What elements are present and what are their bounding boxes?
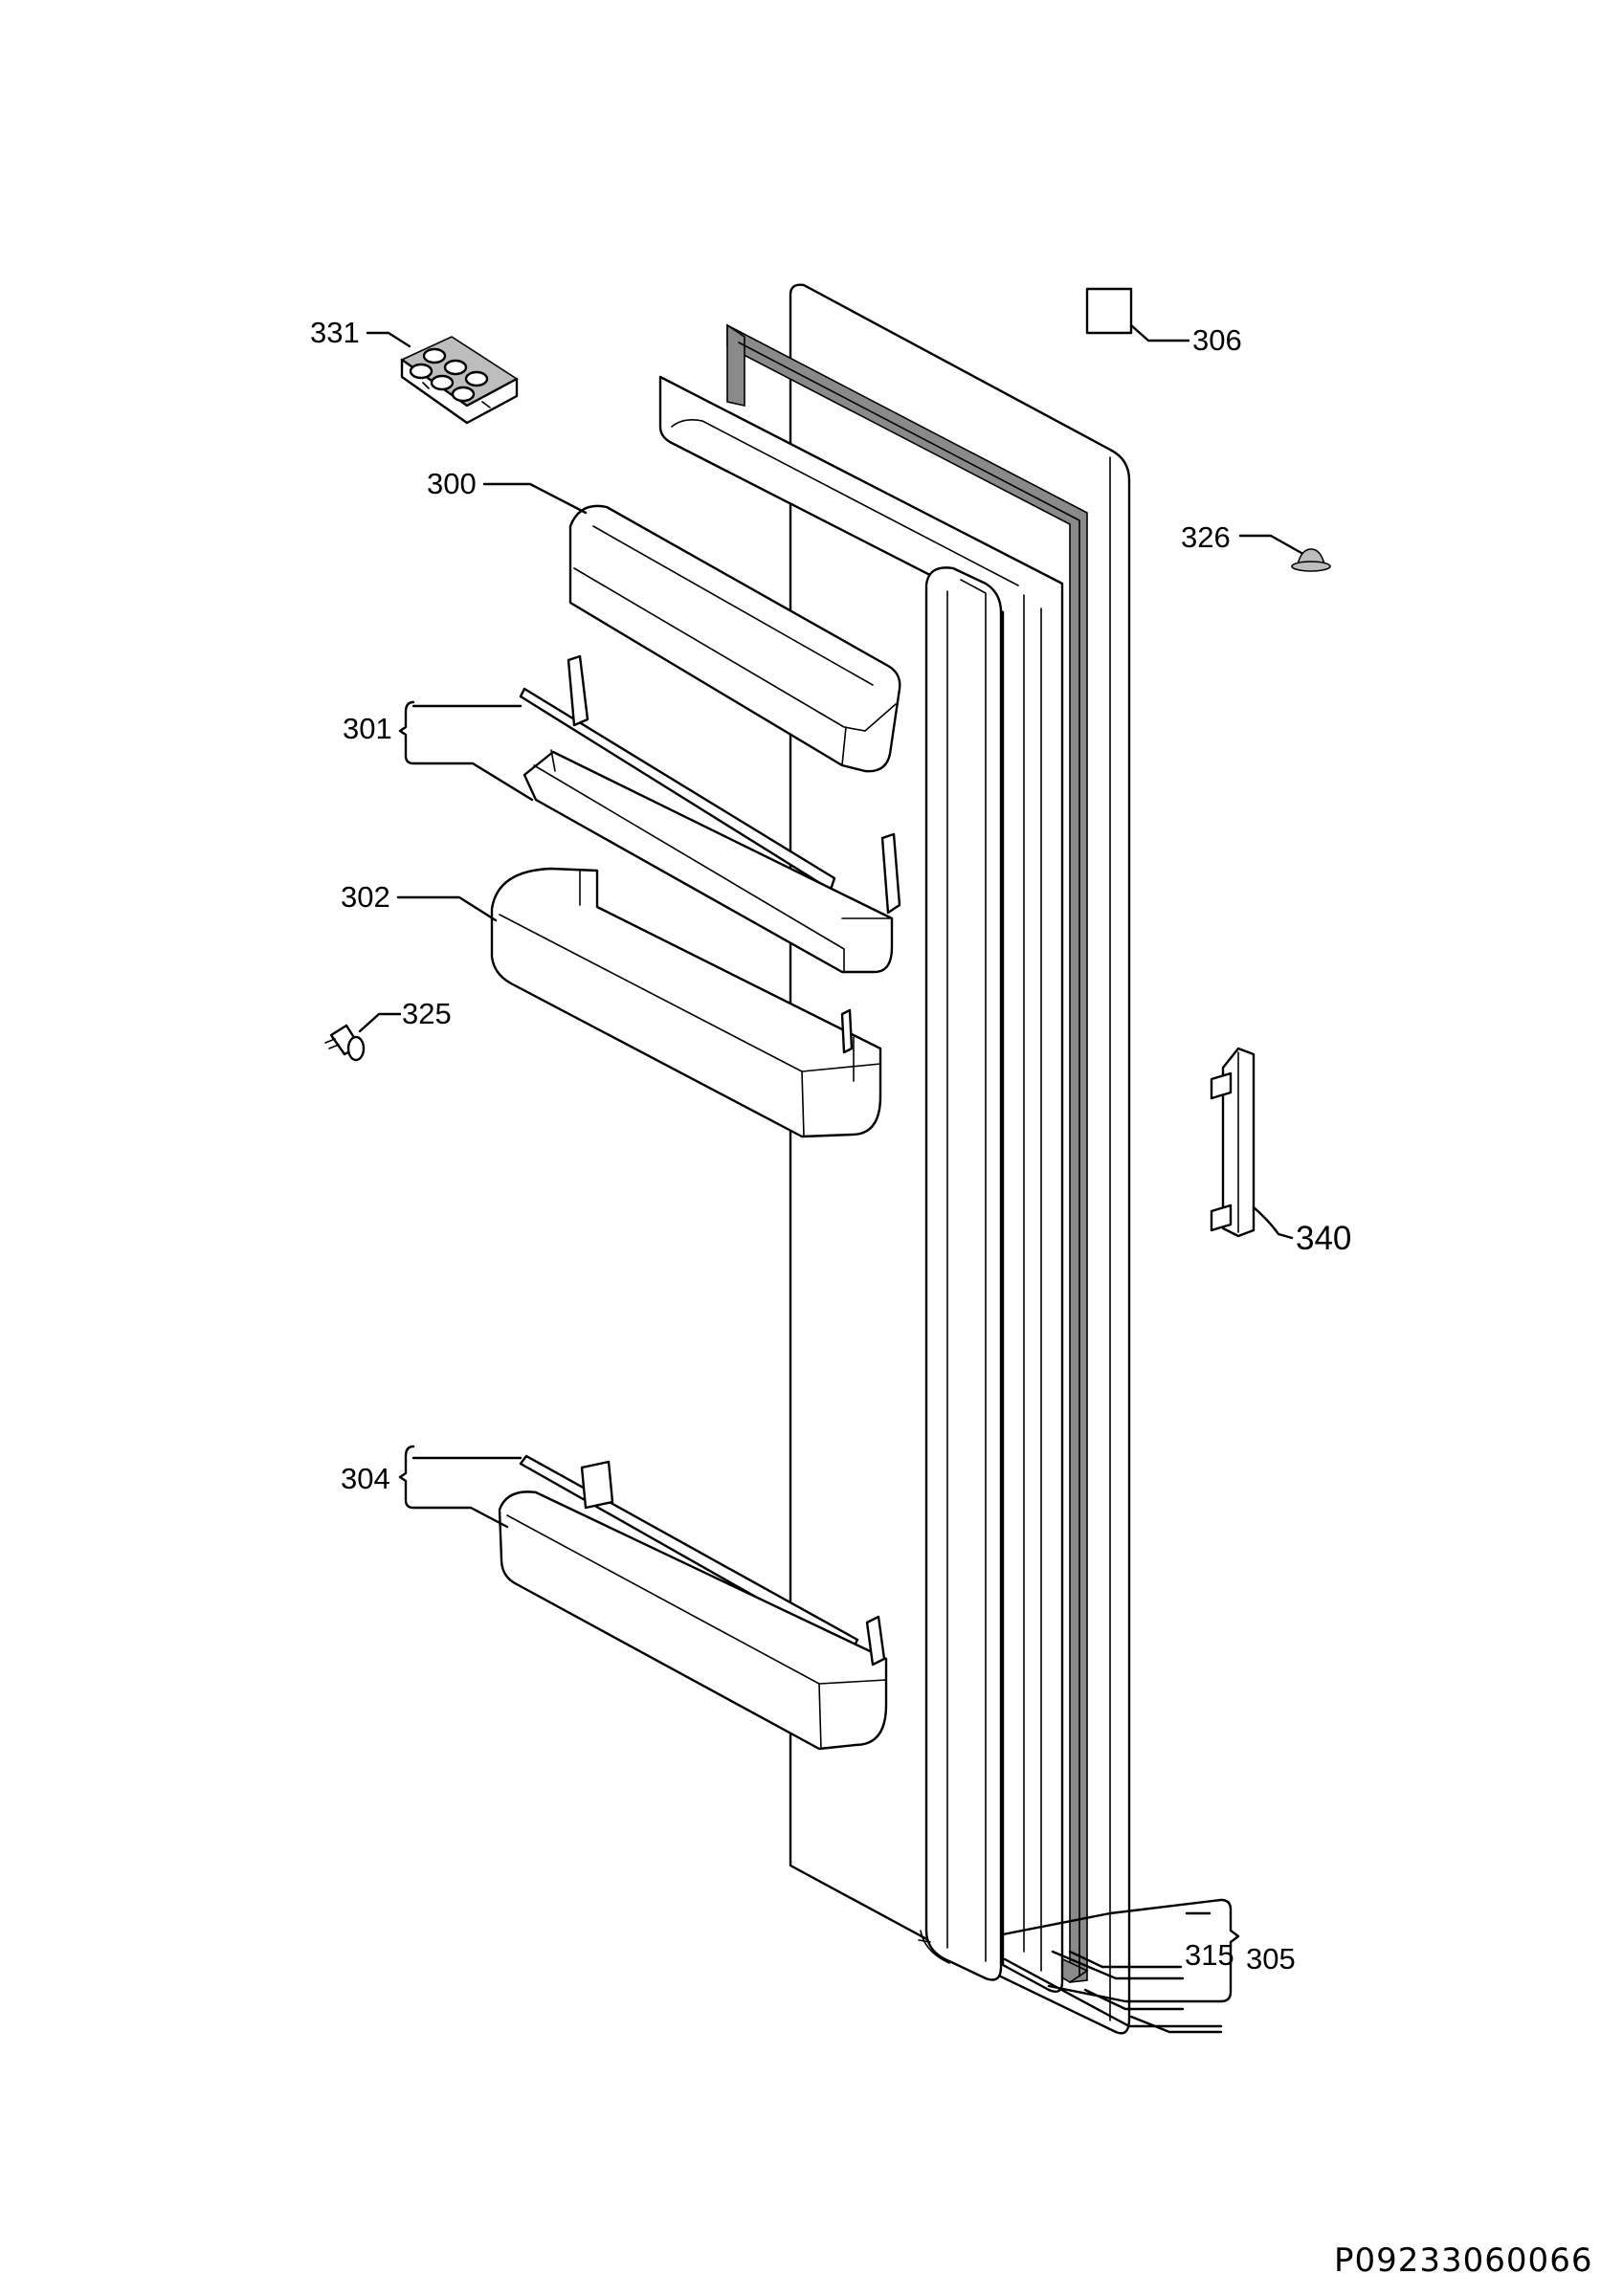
- part-302-bottle-shelf: [396, 867, 882, 1138]
- part-331-egg-tray: [366, 331, 519, 425]
- door-front-frame: [918, 566, 1003, 1981]
- callout-315: 315: [1185, 1938, 1234, 1972]
- part-300-dairy-shelf: [482, 482, 901, 773]
- callout-326: 326: [1181, 520, 1231, 554]
- callout-302: 302: [341, 880, 390, 914]
- callout-340: 340: [1296, 1220, 1351, 1257]
- door-inner-liner: [658, 375, 1064, 1993]
- callout-305: 305: [1246, 1942, 1296, 1976]
- part-304-lower-shelf: [398, 1445, 888, 1751]
- callout-306: 306: [1192, 323, 1242, 357]
- callout-labels: 331 300 301 302 325 304 306 326 340 315 …: [310, 316, 1351, 1976]
- part-325-screw: [324, 1012, 402, 1062]
- callout-304: 304: [341, 1462, 390, 1495]
- part-301-shelf: [398, 654, 901, 974]
- callout-300: 300: [427, 467, 477, 500]
- document-id: P09233060066: [1334, 2241, 1592, 2280]
- callout-301: 301: [343, 712, 392, 745]
- callout-331: 331: [310, 316, 360, 349]
- part-306-label-plate: [1085, 287, 1190, 342]
- part-305-leaders: [1001, 1898, 1240, 2034]
- callout-325: 325: [402, 997, 452, 1030]
- part-340-hinge-bracket: [1210, 1047, 1294, 1240]
- part-326-plug: [1238, 534, 1331, 572]
